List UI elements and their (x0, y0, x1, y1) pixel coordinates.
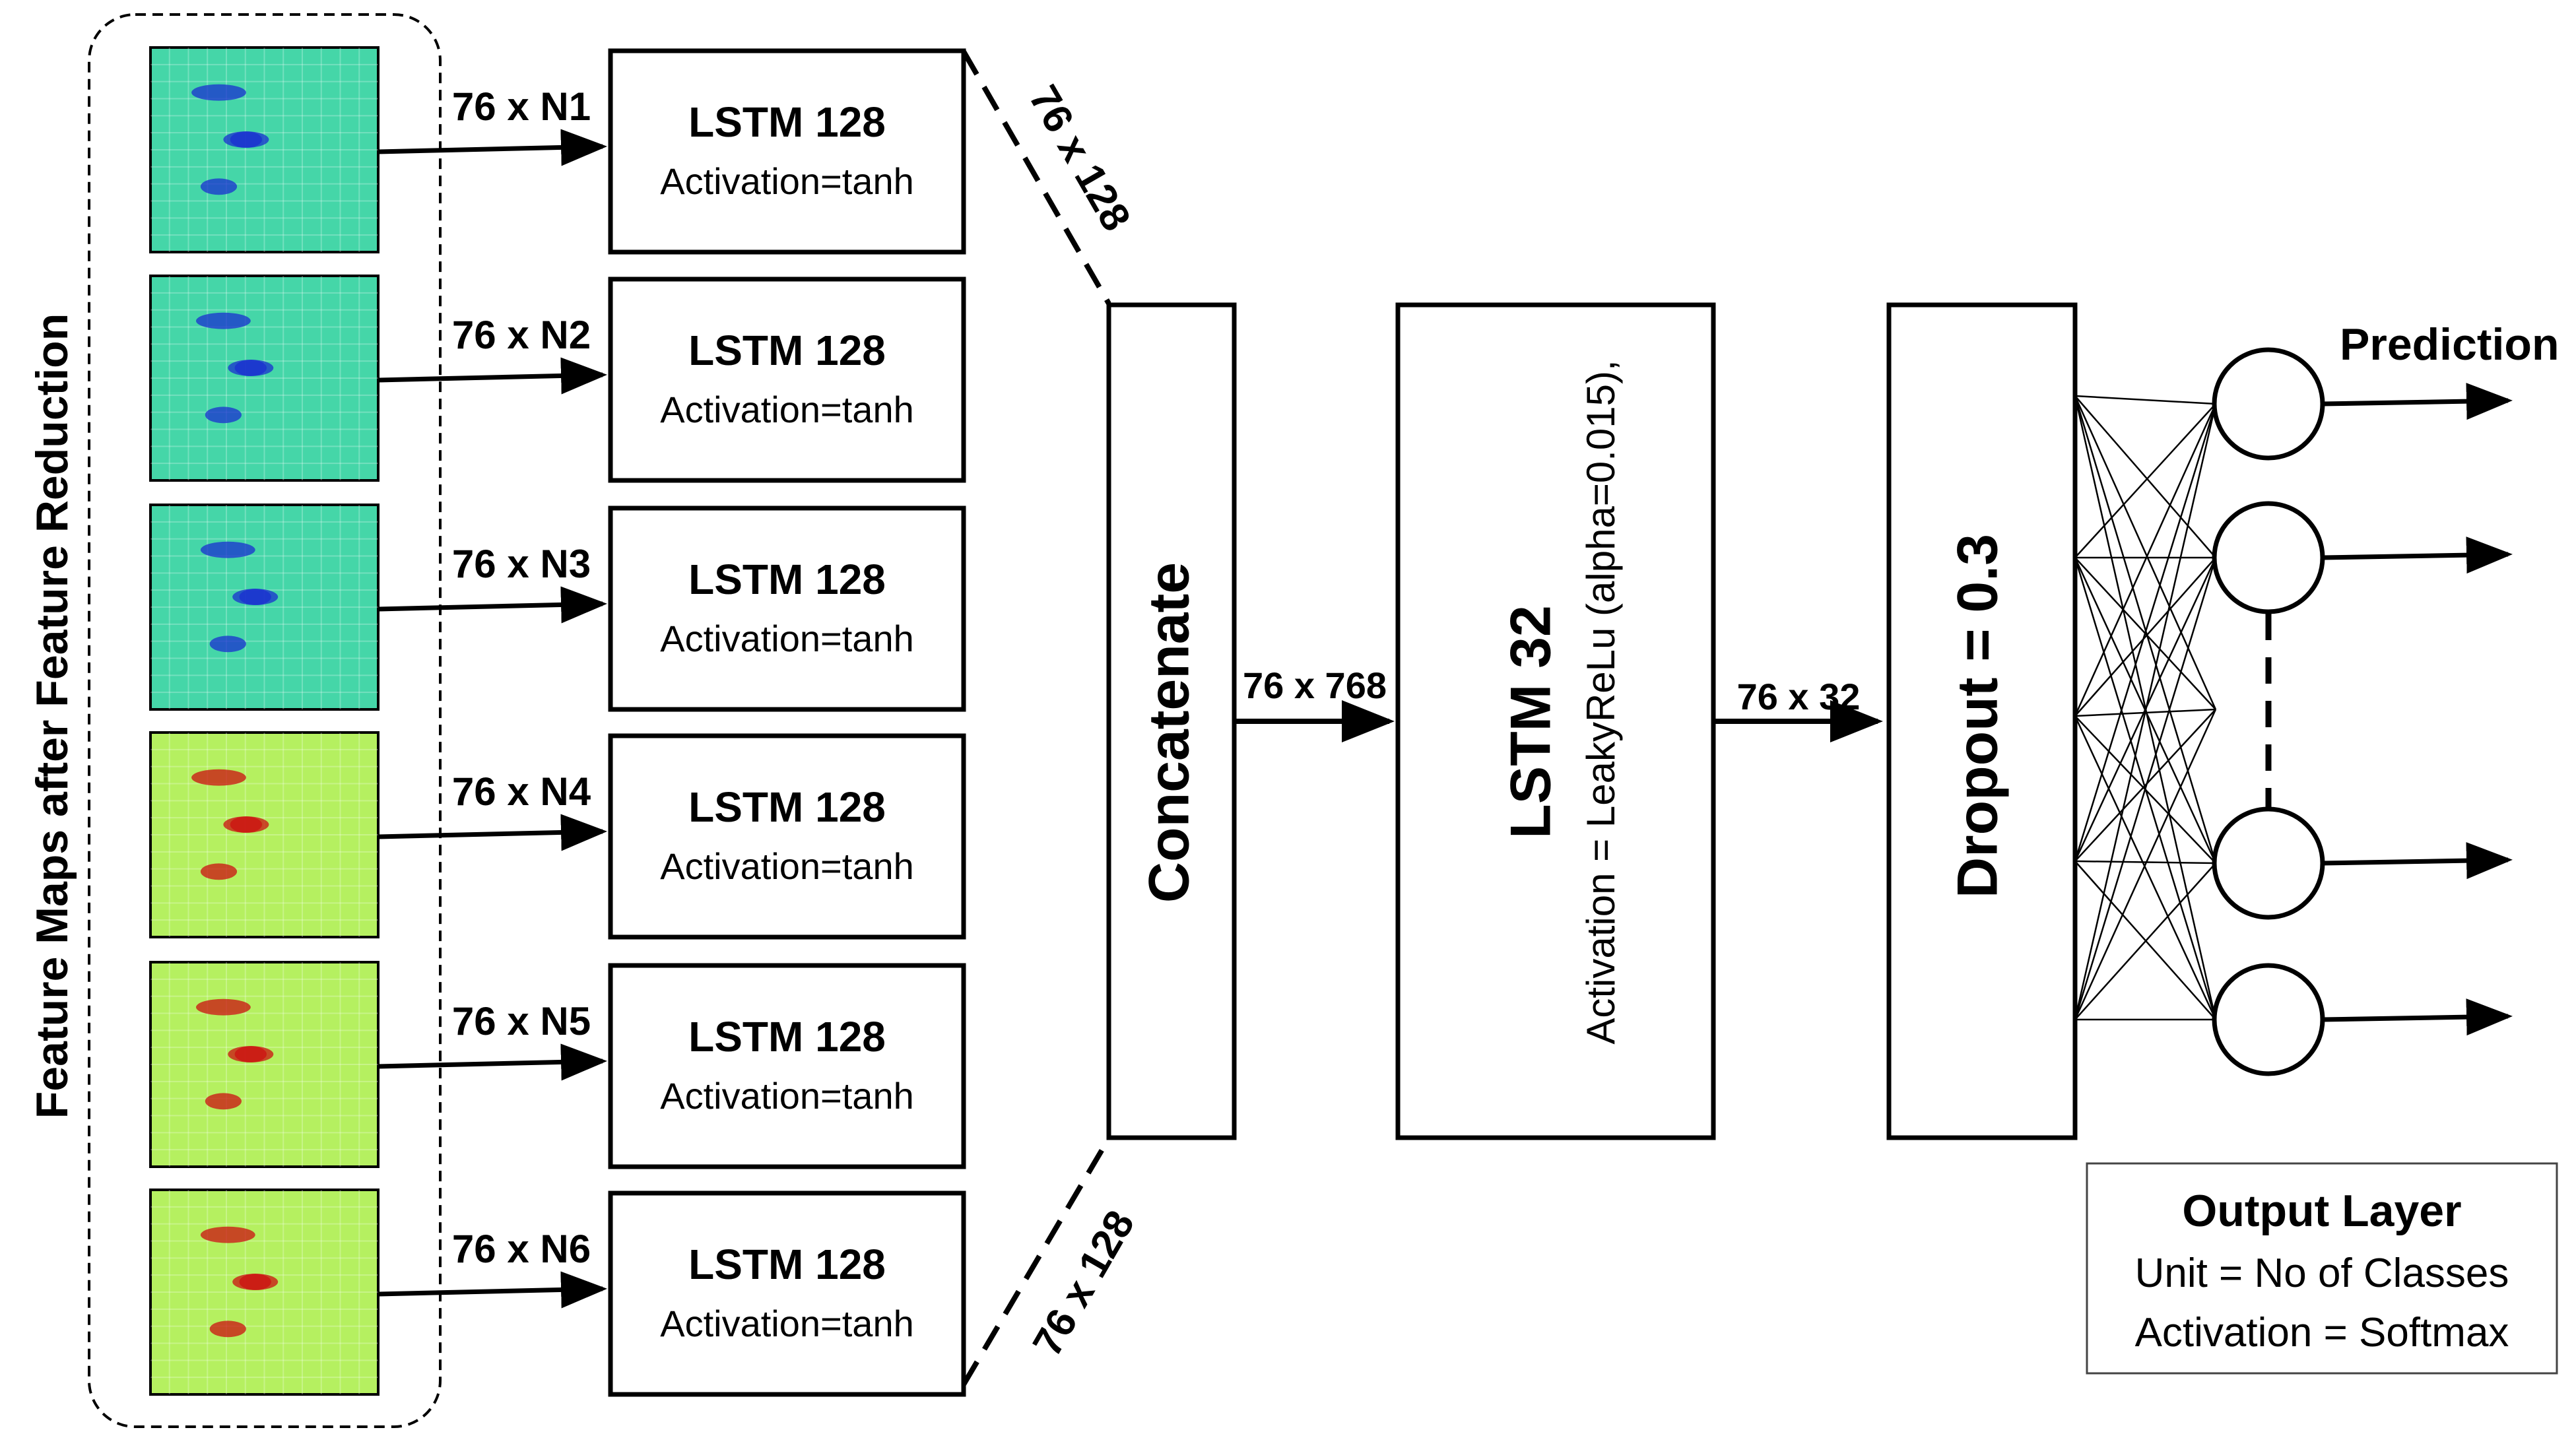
lstm32-activation: Activation = LeakyReLu (alpha=0.015), (1579, 360, 1623, 1044)
lstm32-title: LSTM 32 (1500, 605, 1563, 839)
input-arrow-5 (378, 1043, 607, 1081)
merge-line-bottom (961, 1136, 1111, 1386)
lstm128-activation-4: Activation=tanh (660, 845, 913, 887)
lstm32-out-dim: 76 x 32 (1737, 676, 1861, 717)
lstm128-activation-1: Activation=tanh (660, 160, 913, 202)
feature-maps-label: Feature Maps after Feature Reduction (27, 313, 77, 1119)
feature-map-5 (149, 961, 380, 1168)
dense-link-2-0 (2074, 403, 2217, 717)
dense-link-mid-3 (2074, 709, 2216, 862)
lstm128-box-2 (608, 277, 966, 483)
prediction-label: Prediction (2340, 319, 2559, 370)
dropout-box (1886, 302, 2078, 1140)
prediction-arrow-2 (2322, 537, 2513, 574)
dense-link-3-2 (2074, 860, 2216, 864)
lstm128-title-6: LSTM 128 (688, 1241, 886, 1288)
feature-map-4 (149, 731, 380, 938)
lstm128-box-4 (608, 733, 966, 940)
output-layer-title: Output Layer (2182, 1186, 2461, 1236)
merge-line-top (961, 50, 1111, 305)
lstm128-box-3 (608, 505, 966, 712)
prediction-arrow-3 (2322, 842, 2513, 880)
lstm128-box-5 (608, 963, 966, 1169)
lstm128-activation-3: Activation=tanh (660, 618, 913, 659)
dense-link-4-0 (2074, 403, 2217, 1020)
dense-link-2-1 (2074, 557, 2216, 717)
concatenate-label: Concatenate (1138, 562, 1201, 903)
merge-dim-bottom: 76 x 128 (1024, 1203, 1143, 1364)
dense-link-mid-4 (2074, 709, 2217, 1020)
dense-link-mid-2 (2074, 708, 2216, 717)
dense-link-0-2 (2074, 395, 2217, 864)
dense-link-0-0 (2074, 395, 2216, 405)
output-neurons (2212, 347, 2513, 1076)
output-neuron-4 (2212, 963, 2325, 1076)
feature-map-6 (149, 1189, 380, 1396)
lstm128-title-3: LSTM 128 (688, 556, 886, 603)
dropout-label: Dropout = 0.3 (1946, 534, 2010, 898)
input-dim-6: 76 x N6 (452, 1227, 591, 1271)
input-arrow-2 (378, 357, 607, 395)
lstm128-activation-2: Activation=tanh (660, 389, 913, 430)
input-arrow-4 (378, 814, 607, 851)
output-neuron-3 (2212, 806, 2325, 920)
lstm128-title-1: LSTM 128 (688, 98, 886, 146)
feature-maps-group (88, 13, 442, 1428)
input-dim-1: 76 x N1 (452, 84, 591, 129)
input-arrow-1 (378, 129, 607, 166)
prediction-arrow-4 (2322, 998, 2513, 1036)
dense-link-4-2 (2074, 863, 2216, 1020)
dense-link-mid-1 (2074, 557, 2216, 710)
output-neuron-2 (2212, 501, 2325, 614)
lstm128-title-2: LSTM 128 (688, 327, 886, 374)
lstm128-activation-6: Activation=tanh (660, 1303, 913, 1344)
lstm128-box-1 (608, 48, 966, 255)
input-dim-2: 76 x N2 (452, 313, 591, 357)
dense-link-1-0 (2074, 403, 2216, 558)
lstm128-box-6 (608, 1190, 966, 1397)
feature-map-2 (149, 275, 380, 482)
lstm128-title-5: LSTM 128 (688, 1013, 886, 1060)
dense-link-0-1 (2074, 395, 2216, 558)
concat-out-dim: 76 x 768 (1243, 665, 1387, 706)
merge-dim-top: 76 x 128 (1020, 78, 1139, 239)
dense-link-4-1 (2074, 557, 2217, 1020)
dense-link-2-3 (2074, 715, 2217, 1020)
prediction-arrow-1 (2322, 383, 2513, 420)
lstm32-box (1395, 302, 1716, 1140)
input-arrow-6 (378, 1271, 607, 1309)
output-layer-activation: Activation = Softmax (2135, 1310, 2509, 1355)
output-layer-box (2086, 1162, 2558, 1375)
concatenate-box (1106, 302, 1237, 1140)
dense-connections (2074, 395, 2217, 1021)
feature-map-1 (149, 46, 380, 253)
feature-map-3 (149, 504, 380, 711)
dense-link-mid-0 (2074, 395, 2217, 710)
output-layer-units: Unit = No of Classes (2135, 1251, 2509, 1296)
input-arrow-3 (378, 586, 607, 624)
input-dim-3: 76 x N3 (452, 542, 591, 586)
lstm128-activation-5: Activation=tanh (660, 1075, 913, 1117)
output-neuron-1 (2212, 347, 2325, 461)
feature-maps (149, 46, 380, 1396)
input-dim-4: 76 x N4 (452, 769, 591, 814)
lstm128-title-4: LSTM 128 (688, 783, 886, 831)
input-dim-5: 76 x N5 (452, 999, 591, 1043)
